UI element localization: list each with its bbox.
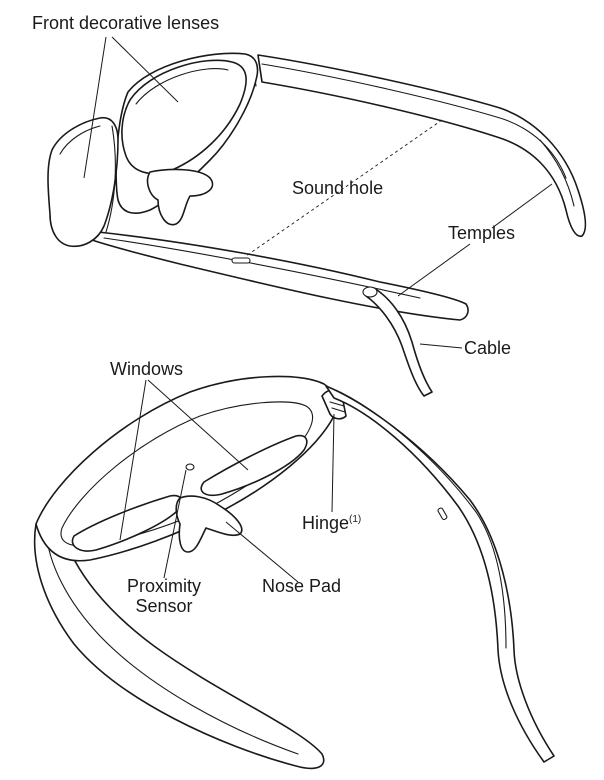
temple-arm-right (257, 54, 587, 237)
label-proximity-sensor: Proximity Sensor (114, 576, 214, 616)
proximity-sensor (185, 463, 195, 471)
nose-pad-front (146, 168, 214, 226)
cable-top (365, 287, 433, 397)
window-right (200, 434, 308, 497)
front-lens-right (121, 59, 247, 175)
label-windows: Windows (110, 359, 184, 379)
glasses-rear-view (33, 375, 555, 770)
label-temples: Temples (448, 223, 516, 243)
label-cable: Cable (464, 338, 512, 358)
label-sound-hole: Sound hole (292, 178, 384, 198)
leader-front-lenses-2 (83, 36, 107, 179)
temple-arm-left-rear (33, 523, 325, 770)
leader-nose-pad (225, 521, 299, 583)
leader-windows-1 (119, 379, 147, 541)
leader-hinge (331, 413, 335, 513)
label-front-decorative-lenses: Front decorative lenses (32, 13, 220, 33)
label-proximity-line1: Proximity (126, 576, 201, 596)
label-proximity-line2: Sensor (135, 596, 193, 616)
label-hinge-note: (1) (349, 514, 362, 525)
leader-temples-1 (491, 183, 553, 229)
leader-sound-hole (245, 119, 443, 257)
nose-pad-rear (175, 495, 243, 553)
leader-temples-2 (397, 243, 471, 297)
label-hinge: Hinge(1) (302, 510, 361, 533)
glasses-front-view (47, 52, 587, 397)
temple-arm-right-rear (325, 385, 555, 763)
leader-windows-2 (147, 379, 249, 471)
label-nose-pad: Nose Pad (262, 576, 342, 596)
label-hinge-text: Hinge (302, 513, 350, 533)
front-lens-left (47, 116, 119, 248)
leader-front-lenses-1 (111, 36, 179, 103)
leader-proximity (163, 469, 187, 579)
leader-cable (419, 343, 463, 349)
sound-hole (231, 257, 251, 264)
